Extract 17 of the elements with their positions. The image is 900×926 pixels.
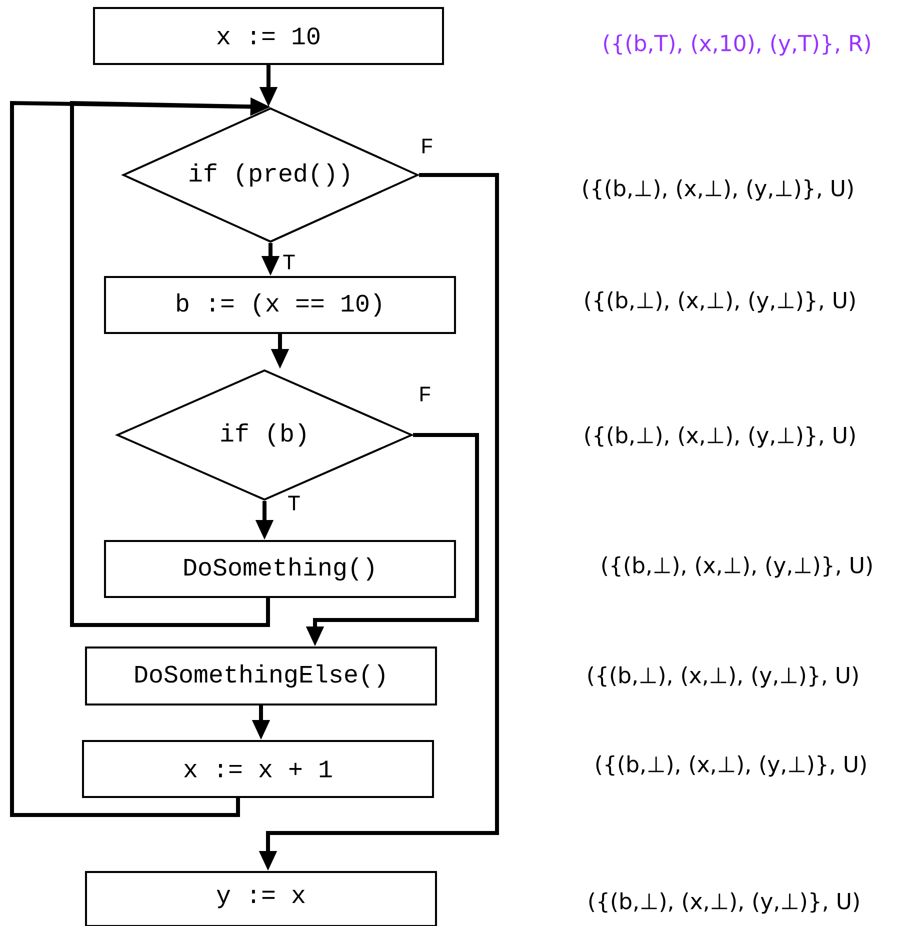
edge-label: F: [419, 138, 435, 154]
state-annotation: ({(b,⊥), (x,⊥), (y,⊥)}, U): [583, 179, 853, 201]
process-box: DoSomethingElse(): [85, 646, 437, 706]
edge-label: T: [281, 254, 297, 270]
process-box: DoSomething(): [104, 540, 456, 598]
state-annotation: ({(b,⊥), (x,⊥), (y,⊥)}, U): [602, 556, 872, 578]
state-annotation: ({(b,⊥), (x,⊥), (y,⊥)}, U): [585, 291, 855, 313]
state-annotation: ({(b,T), (x,10), (y,T)}, R): [604, 34, 870, 56]
process-box: y := x: [85, 871, 437, 926]
state-annotation: ({(b,⊥), (x,⊥), (y,⊥)}, U): [589, 892, 859, 914]
state-annotation: ({(b,⊥), (x,⊥), (y,⊥)}, U): [585, 426, 855, 448]
process-box: x := x + 1: [82, 740, 434, 798]
edge-label: F: [417, 386, 433, 402]
process-box: b := (x == 10): [104, 276, 456, 334]
state-annotation: ({(b,⊥), (x,⊥), (y,⊥)}, U): [588, 666, 858, 688]
process-box: x := 10: [93, 7, 444, 65]
state-annotation: ({(b,⊥), (x,⊥), (y,⊥)}, U): [596, 755, 866, 777]
